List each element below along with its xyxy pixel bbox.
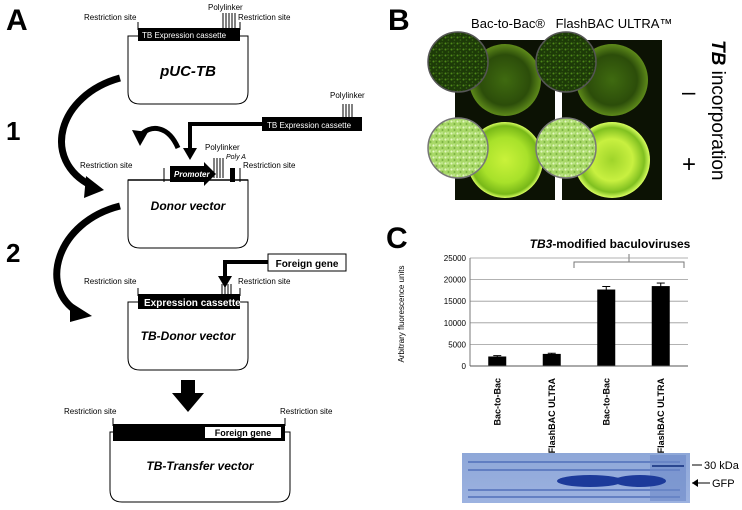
y-axis-label: Arbitrary fluorescence units [397,266,406,363]
x-category-label: Bac-to-Bac [601,378,611,426]
tb-donor-name: TB-Donor vector [141,329,237,343]
transfer-restriction-left: Restriction site [64,407,117,416]
panel-a-letter: A [6,4,28,37]
gfp-label: GFP [712,478,735,490]
x-category-label: FlashBAC ULTRA [547,378,557,454]
y-tick-label: 25000 [444,254,467,263]
bar [542,353,561,366]
promoter-label: Promoter [174,170,210,179]
gfp-band-lane-4 [614,475,666,487]
y-tick-label: 10000 [444,319,467,328]
col-label-flashbac: FlashBAC ULTRA™ [556,16,673,31]
y-tick-label: 5000 [448,340,466,349]
transfer-restriction-right: Restriction site [280,407,333,416]
donor-polya-label: Poly A [226,154,246,161]
tb-donor-vector: Restriction site Restriction site Expres… [84,277,291,371]
step-1-label: 1 [6,116,20,146]
inset-right-plus [535,117,597,179]
puc-polylinker-label: Polylinker [208,3,243,12]
panel-b-letter: B [388,4,410,37]
inset-left-plus [427,117,489,179]
puc-name: pUC-TB [159,63,216,80]
donor-vector: Restriction site Polylinker Poly A Restr… [80,143,296,249]
panel-a: A 1 2 Restriction site Polylinker Restri… [6,3,365,503]
gfp-band-lane-3 [557,475,623,487]
step-2-label: 2 [6,238,20,268]
insert-cassette: Polylinker TB Expression cassette [262,91,365,131]
insert-cassette-label: TB Expression cassette [267,121,352,130]
x-category-label: Bac-to-Bac [492,378,502,426]
donor-restriction-right: Restriction site [243,161,296,170]
foreign-gene-box: Foreign gene [267,253,347,272]
puc-cassette-label: TB Expression cassette [142,31,227,40]
x-category-label: FlashBAC ULTRA [656,378,666,454]
bar [651,286,670,366]
insert-polylinker-label: Polylinker [330,91,365,100]
puc-polylinker-ticks [222,13,236,30]
tb-donor-cassette-label: Expression cassette [144,298,241,309]
donor-restriction-left: Restriction site [80,161,133,170]
tb-transfer-vector: Restriction site Restriction site Foreig… [64,407,333,503]
sds-page-gel: 30 kDa GFP [462,453,740,503]
group-bracket [573,261,685,268]
panel-b: B Bac-to-Bac® FlashBAC ULTRA™ – + TB inc… [388,4,728,200]
promoter-arrow [170,162,216,186]
y-tick-label: 15000 [444,297,467,306]
marker-30kda-label: 30 kDa [704,460,740,472]
puc-cassette-bar [138,28,240,41]
bar [597,289,616,366]
arrow-step-1 [58,74,121,190]
puc-restriction-left: Restriction site [84,13,137,22]
plus-sign: + [682,151,696,178]
inset-left-minus [427,31,489,93]
y-tick-label: 20000 [444,276,467,285]
transfer-name: TB-Transfer vector [146,459,254,473]
tb-donor-restriction-right: Restriction site [238,277,291,286]
tb-donor-restriction-left: Restriction site [84,277,137,286]
arrow-step-2 [53,202,121,315]
down-arrow [181,380,195,394]
panel-c: C TB3-modified baculoviruses Arbitrary f… [386,222,740,503]
minus-sign: – [682,79,696,106]
donor-polylinker-label: Polylinker [205,143,240,152]
tb-incorporation-label: TB incorporation [707,40,728,180]
puc-tb-vector: Restriction site Polylinker Restriction … [84,3,291,105]
y-tick-label: 0 [462,362,467,371]
puc-restriction-right: Restriction site [238,13,291,22]
col-label-bac-to-bac: Bac-to-Bac® [471,16,545,31]
foreign-gene-label: Foreign gene [276,259,339,270]
donor-name: Donor vector [151,199,227,213]
group-label: TB3-modified baculoviruses [530,237,691,251]
insert-arrow [188,122,262,152]
inset-right-minus [535,31,597,93]
bar [488,356,507,366]
panel-c-letter: C [386,222,408,255]
transfer-foreign-gene-label: Foreign gene [215,428,272,438]
